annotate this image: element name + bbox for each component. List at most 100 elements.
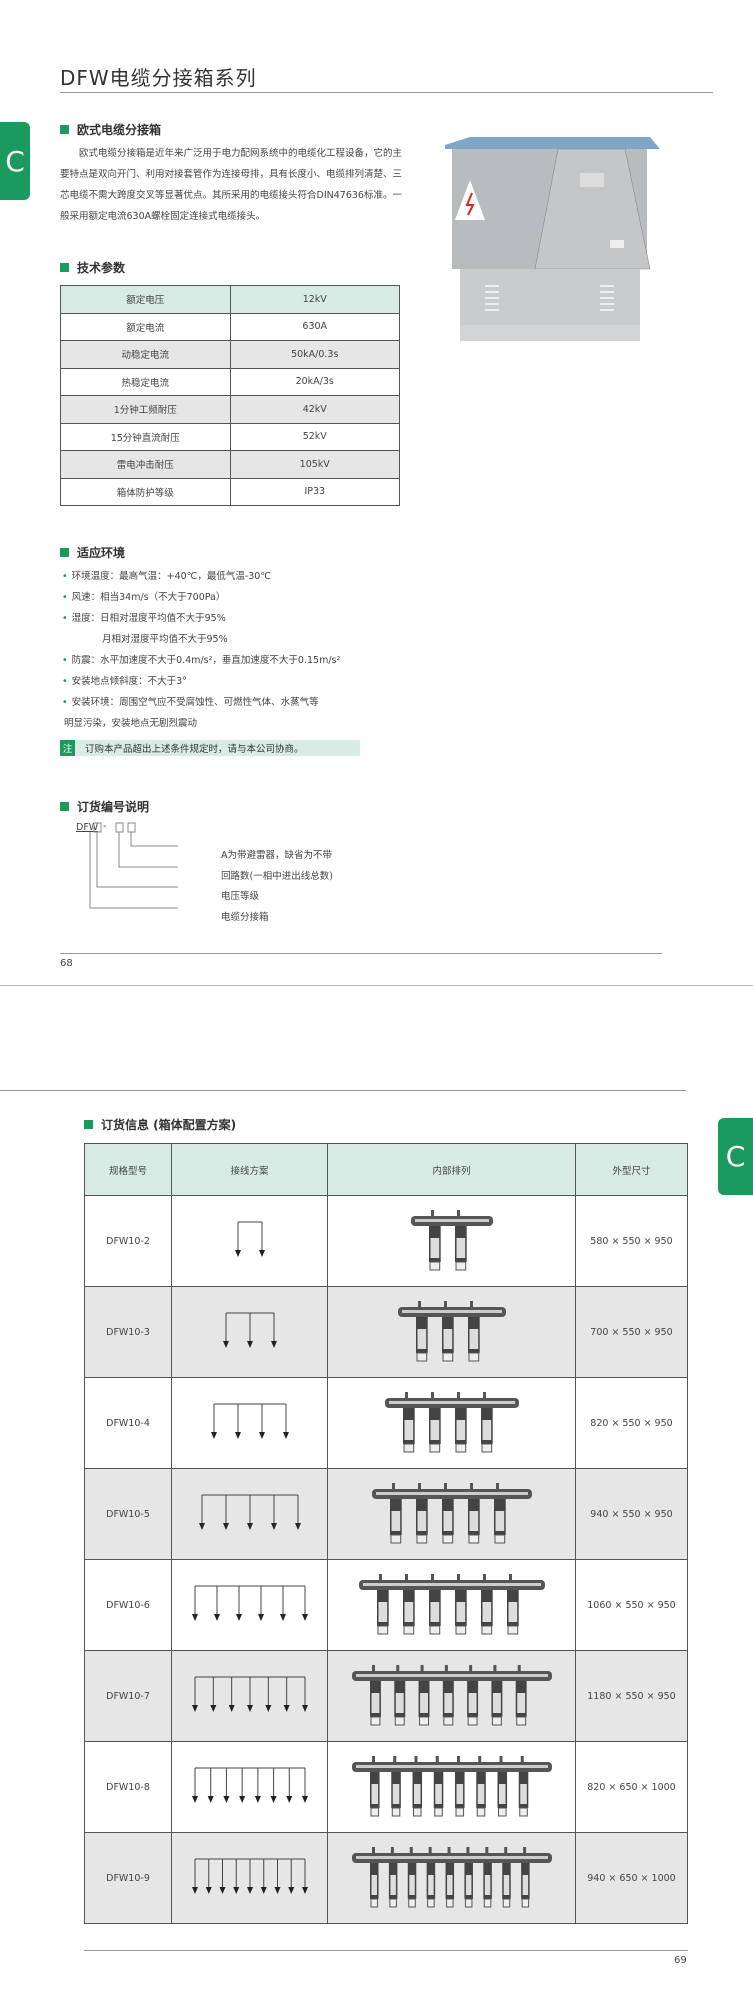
env-heading: 适应环境 — [60, 544, 125, 561]
code-prefix: DFW — [76, 822, 99, 833]
header-divider — [0, 1090, 686, 1091]
down-arrow-icon — [254, 1795, 261, 1803]
bullet-square-icon — [60, 125, 69, 134]
size-cell: 940 × 550 × 950 — [575, 1468, 688, 1560]
code-heading: 订货编号说明 — [60, 798, 149, 815]
down-arrow-icon — [234, 1249, 241, 1257]
note-text: 订购本产品超出上述条件规定时，请与本公司协商。 — [85, 744, 304, 755]
bus-arrangement-drawing — [351, 1755, 552, 1816]
env-list: •环境温度：最高气温：+40℃，最低气温-30℃ •风速：相当34m/s（不大于… — [62, 566, 340, 734]
wiring-diagram — [198, 1494, 301, 1530]
down-arrow-icon — [198, 1522, 205, 1530]
down-arrow-icon — [228, 1704, 235, 1712]
code-label: 电缆分接箱 — [221, 912, 269, 923]
page-separator — [0, 985, 753, 986]
page-number: 68 — [60, 958, 73, 969]
env-item: •安装地点倾斜度：不大于3° — [62, 676, 187, 687]
model-cell: DFW10-9 — [84, 1832, 172, 1924]
env-item: •环境温度：最高气温：+40℃，最低气温-30℃ — [62, 571, 272, 582]
size-cell: 1180 × 550 × 950 — [575, 1650, 688, 1742]
spec-label: 额定电压 — [60, 285, 231, 314]
intro-heading-text: 欧式电缆分接箱 — [77, 123, 162, 137]
size-cell: 820 × 550 × 950 — [575, 1377, 688, 1469]
wiring-cell — [171, 1832, 328, 1924]
layout-cell — [327, 1650, 576, 1742]
spec-label: 额定电流 — [60, 312, 231, 341]
down-arrow-icon — [270, 1340, 277, 1348]
down-arrow-icon — [257, 1613, 264, 1621]
footer-divider — [84, 1950, 688, 1951]
wiring-cell — [171, 1650, 328, 1742]
order-heading: 订货信息 (箱体配置方案) — [84, 1116, 236, 1133]
spec-heading: 技术参数 — [60, 259, 125, 276]
down-arrow-icon — [213, 1613, 220, 1621]
wiring-diagram — [234, 1221, 265, 1257]
down-arrow-icon — [222, 1340, 229, 1348]
down-arrow-icon — [205, 1886, 212, 1894]
header-cell: 规格型号 — [84, 1143, 172, 1196]
code-label: 电压等级 — [221, 891, 260, 902]
page-title: DFW电缆分接箱系列 — [60, 66, 257, 90]
layout-cell — [327, 1741, 576, 1833]
bullet-square-icon — [84, 1120, 93, 1129]
spec-label: 雷电冲击耐压 — [60, 450, 231, 479]
model-cell: DFW10-5 — [84, 1468, 172, 1560]
spec-label: 热稳定电流 — [60, 367, 231, 396]
bullet-square-icon — [60, 263, 69, 272]
down-arrow-icon — [246, 1704, 253, 1712]
env-item: •防震：水平加速度不大于0.4m/s²，垂直加速度不大于0.15m/s² — [62, 655, 341, 666]
size-cell: 1060 × 550 × 950 — [575, 1559, 688, 1651]
wiring-diagram — [210, 1403, 289, 1439]
intro-paragraph: 欧式电缆分接箱是近年来广泛用于电力配网系统中的电缆化工程设备，它的主要特点是双向… — [60, 148, 403, 222]
code-diagram — [89, 822, 178, 909]
header-cell: 内部排列 — [327, 1143, 576, 1196]
down-arrow-icon — [264, 1704, 271, 1712]
down-arrow-icon — [270, 1522, 277, 1530]
spec-label: 1分钟工频耐压 — [60, 395, 231, 424]
wiring-diagram — [191, 1858, 308, 1894]
down-arrow-icon — [191, 1795, 198, 1803]
bus-arrangement-drawing — [358, 1573, 545, 1634]
down-arrow-icon — [274, 1886, 280, 1894]
spec-value: 42kV — [229, 395, 400, 424]
layout-cell — [327, 1832, 576, 1924]
wiring-diagram — [191, 1767, 308, 1803]
layout-cell — [327, 1559, 576, 1651]
down-arrow-icon — [222, 1795, 229, 1803]
down-arrow-icon — [219, 1886, 225, 1894]
code-label: 回路数(一相中进出线总数) — [221, 871, 333, 882]
size-cell: 940 × 650 × 1000 — [575, 1832, 688, 1924]
down-arrow-icon — [209, 1704, 216, 1712]
down-arrow-icon — [260, 1886, 267, 1894]
down-arrow-icon — [246, 1886, 253, 1894]
spec-value: 20kA/3s — [229, 367, 400, 396]
model-cell: DFW10-6 — [84, 1559, 172, 1651]
down-arrow-icon — [279, 1613, 286, 1621]
wiring-diagram — [191, 1585, 308, 1621]
order-heading-text: 订货信息 (箱体配置方案) — [101, 1118, 237, 1132]
down-arrow-icon — [207, 1795, 214, 1803]
down-arrow-icon — [210, 1431, 217, 1439]
down-arrow-icon — [301, 1613, 308, 1621]
down-arrow-icon — [191, 1613, 198, 1621]
env-heading-text: 适应环境 — [77, 546, 126, 560]
spec-value: 630A — [229, 312, 400, 341]
down-arrow-icon — [234, 1431, 241, 1439]
section-tab-c: C — [718, 1118, 753, 1195]
bus-arrangement-drawing — [384, 1391, 519, 1452]
bus-arrangement-drawing — [351, 1846, 552, 1907]
size-cell: 700 × 550 × 950 — [575, 1286, 688, 1378]
down-arrow-icon — [283, 1704, 290, 1712]
spec-label: 箱体防护等级 — [60, 477, 231, 506]
